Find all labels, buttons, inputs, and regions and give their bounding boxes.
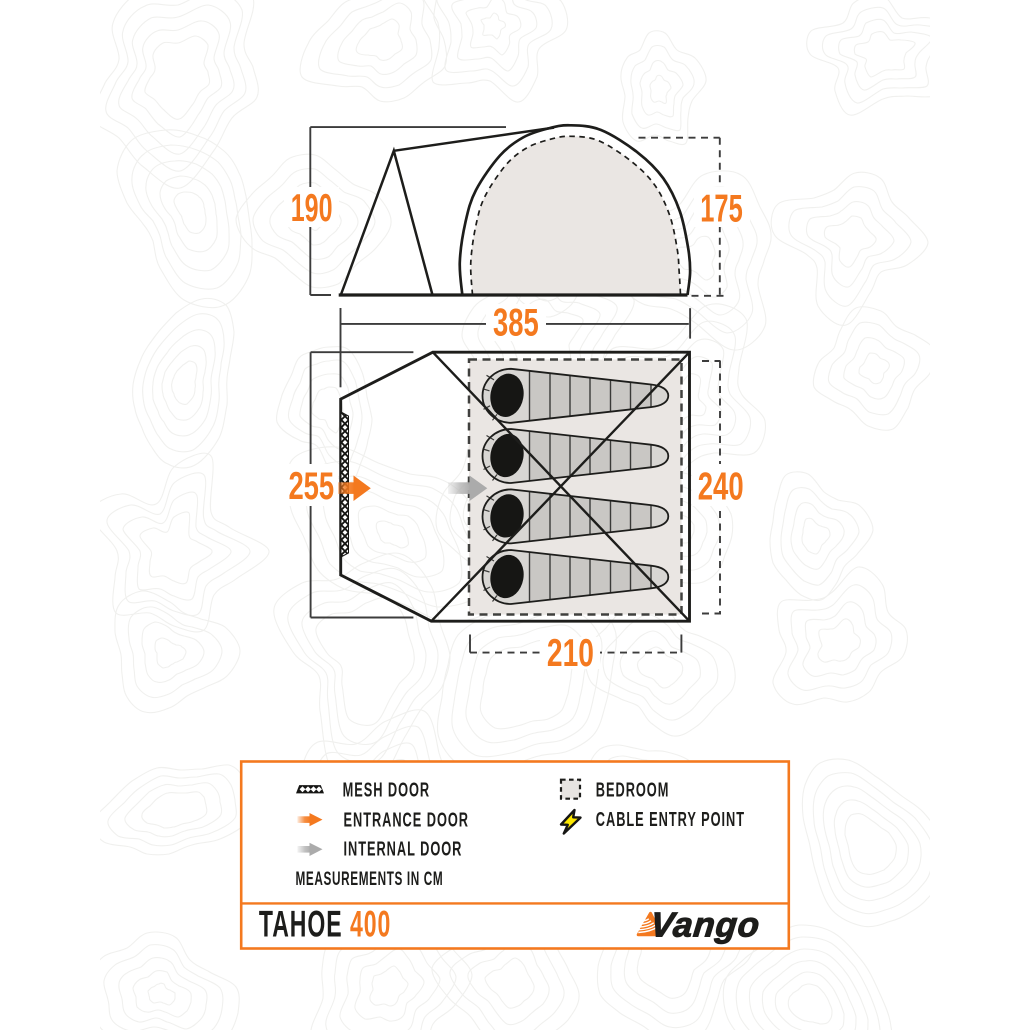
svg-text:TAHOE 400: TAHOE 400 <box>259 904 391 945</box>
svg-text:175: 175 <box>700 186 742 230</box>
svg-text:MEASUREMENTS IN CM: MEASUREMENTS IN CM <box>296 869 444 889</box>
svg-text:MESH DOOR: MESH DOOR <box>343 778 431 801</box>
svg-text:CABLE ENTRY POINT: CABLE ENTRY POINT <box>596 808 745 831</box>
svg-text:210: 210 <box>547 632 594 676</box>
svg-text:255: 255 <box>288 464 334 508</box>
svg-text:ENTRANCE DOOR: ENTRANCE DOOR <box>344 809 469 832</box>
svg-text:Vango: Vango <box>649 907 762 945</box>
svg-text:385: 385 <box>493 301 539 345</box>
svg-text:240: 240 <box>698 465 744 509</box>
svg-text:BEDROOM: BEDROOM <box>596 779 670 802</box>
svg-text:INTERNAL DOOR: INTERNAL DOOR <box>344 838 463 861</box>
svg-text:190: 190 <box>291 185 333 229</box>
